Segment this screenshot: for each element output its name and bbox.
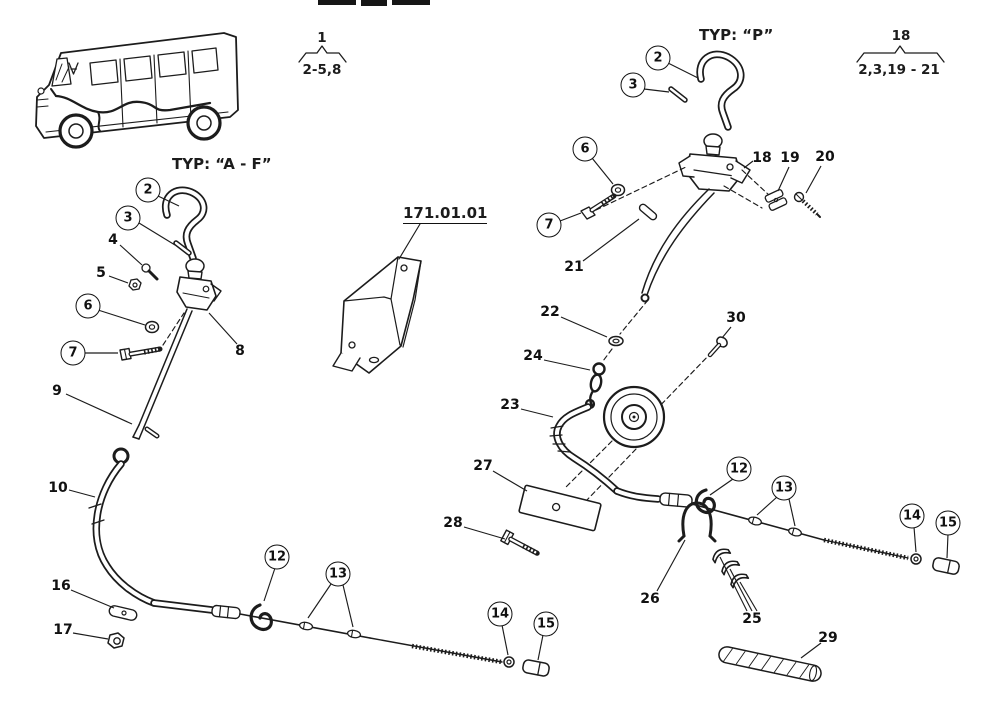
leader-line xyxy=(805,165,822,194)
part-clevis-15-left xyxy=(522,659,550,677)
part-screw-20 xyxy=(793,191,821,218)
part-bracket-ref xyxy=(332,223,422,374)
part-washers-25 xyxy=(712,548,750,589)
leader-line xyxy=(97,309,146,326)
leader-line xyxy=(119,244,143,266)
leader-line xyxy=(582,218,640,262)
leader-line xyxy=(263,567,276,602)
leader-line xyxy=(138,222,176,246)
ref-code-label: 171.01.01 xyxy=(403,204,488,224)
part-rod-right xyxy=(640,188,715,303)
part-cable-23 xyxy=(549,398,621,495)
leader-line xyxy=(65,393,133,425)
group-1-items: 2-5,8 xyxy=(302,62,342,78)
cable-ends-13-left xyxy=(298,621,362,639)
leader-line xyxy=(543,359,591,371)
leader-line xyxy=(537,634,544,661)
leader-line xyxy=(913,526,917,553)
leader-line xyxy=(208,312,238,345)
leader-line xyxy=(72,632,109,640)
group-18-number: 18 xyxy=(891,28,911,44)
leader-line xyxy=(108,275,129,284)
leader-line xyxy=(559,212,582,222)
part-hook-24 xyxy=(589,362,606,407)
leader-line xyxy=(788,498,796,527)
part-clip-12-right xyxy=(694,488,716,515)
leader-line xyxy=(520,408,554,418)
part-clip-12-left xyxy=(249,603,273,631)
leader-line xyxy=(721,326,732,339)
part-mount-left xyxy=(176,258,222,311)
leader-line xyxy=(157,195,180,207)
dashed-axes-right xyxy=(565,166,771,502)
part-nut-14-left xyxy=(503,656,515,668)
group-1-number: 1 xyxy=(317,30,327,46)
part-handle-right xyxy=(696,50,745,131)
part-handle-left xyxy=(161,186,208,262)
leader-line xyxy=(739,581,758,612)
leader-line xyxy=(729,568,753,612)
part-pulley-23 xyxy=(602,385,666,449)
part-bolt-28 xyxy=(500,529,540,556)
variant-label-typ-a-f: TYP: “A - F” xyxy=(172,155,272,173)
threaded-rod-right xyxy=(823,537,909,561)
part-nut-14-right xyxy=(910,553,922,565)
part-bolt-7-right xyxy=(580,193,617,220)
part-pin-left xyxy=(173,240,192,256)
leader-line xyxy=(591,157,614,185)
part-mount-18 xyxy=(678,133,751,192)
part-screw-30 xyxy=(707,336,728,358)
leader-lines xyxy=(65,62,949,661)
part-clamp-19 xyxy=(764,189,788,211)
group-brace-1 xyxy=(298,45,347,63)
leader-line xyxy=(560,316,608,338)
leader-line xyxy=(656,539,686,592)
part-washer-6-left xyxy=(144,320,160,334)
ref-leader-line xyxy=(398,223,421,260)
vehicle-illustration xyxy=(35,32,239,149)
part-washer-22 xyxy=(608,335,624,347)
leader-line xyxy=(946,533,949,559)
part-bolt-7-left xyxy=(119,312,185,361)
variant-label-typ-p: TYP: “P” xyxy=(699,26,774,44)
leader-line xyxy=(501,624,509,656)
part-cable-10 xyxy=(88,447,158,607)
leader-line xyxy=(743,160,754,169)
part-rod-9 xyxy=(132,308,193,440)
threaded-rod-left xyxy=(369,637,503,665)
group-18-items: 2,3,19 - 21 xyxy=(858,62,940,78)
part-plate-27 xyxy=(518,484,602,532)
part-washer-6-right xyxy=(610,183,626,197)
part-nut-17 xyxy=(107,632,125,649)
group-brace-18 xyxy=(856,45,945,63)
leader-line xyxy=(463,526,506,540)
leader-line xyxy=(492,470,528,492)
leader-line xyxy=(307,583,332,619)
part-tube-29 xyxy=(718,646,822,682)
leader-line xyxy=(643,88,670,93)
leader-line xyxy=(667,62,699,79)
part-nut-5 xyxy=(128,278,142,291)
leader-line xyxy=(777,166,790,192)
leader-line xyxy=(756,496,778,516)
leader-line xyxy=(800,642,822,659)
leader-line xyxy=(70,589,115,609)
leader-line xyxy=(342,584,354,628)
leader-line xyxy=(719,556,748,612)
cable-run-left xyxy=(150,599,371,639)
cropped-header-text xyxy=(318,0,430,6)
leader-line xyxy=(709,478,734,496)
part-pin-right xyxy=(668,86,688,103)
leader-line xyxy=(68,489,96,498)
part-pin-21 xyxy=(638,203,658,221)
cable-ends-13-right xyxy=(748,516,802,537)
part-screw-4 xyxy=(141,263,159,281)
part-clevis-15-right xyxy=(932,557,960,575)
